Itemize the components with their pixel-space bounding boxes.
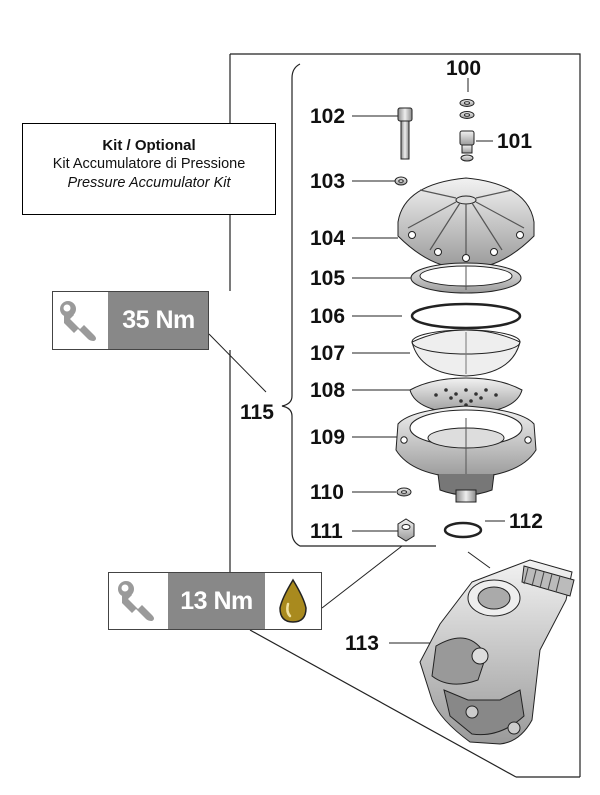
oil-drop-icon [264, 573, 321, 629]
ring-part [410, 262, 522, 294]
washers-part [459, 99, 475, 119]
wrench-icon [109, 573, 169, 629]
callout-101: 101 [497, 130, 532, 153]
callout-105: 105 [310, 267, 345, 290]
pump-head-part [419, 559, 575, 745]
callout-103: 103 [310, 170, 345, 193]
nut-part [396, 487, 412, 497]
kit-bracket [281, 63, 436, 547]
callout-100: 100 [446, 57, 481, 80]
callout-110: 110 [310, 481, 344, 504]
bolt-part [397, 107, 413, 160]
torque-13-box: 13 Nm [108, 572, 322, 630]
leader-lines [208, 78, 505, 644]
callout-109: 109 [310, 426, 345, 449]
kit-info-box: Kit / Optional Kit Accumulatore di Press… [22, 123, 276, 215]
membrane-part [411, 329, 521, 377]
kit-line-italian: Kit Accumulatore di Pressione [52, 156, 246, 172]
perforated-plate-part [409, 377, 523, 415]
valve-part [459, 130, 475, 162]
callout-102: 102 [310, 105, 345, 128]
base-part [395, 405, 537, 503]
torque-13-value: 13 Nm [168, 573, 265, 629]
kit-title: Kit / Optional [102, 137, 196, 154]
o-ring-part [410, 302, 522, 330]
callout-106: 106 [310, 305, 345, 328]
callout-108: 108 [310, 379, 345, 402]
callout-107: 107 [310, 342, 345, 365]
callout-112: 112 [509, 510, 543, 533]
callout-111: 111 [310, 520, 343, 543]
callout-113: 113 [345, 632, 379, 655]
hex-nut-part [397, 518, 415, 542]
callout-104: 104 [310, 227, 345, 250]
cover-part [397, 177, 535, 269]
wrench-icon [53, 292, 109, 349]
torque-35-box: 35 Nm [52, 291, 209, 350]
kit-line-english: Pressure Accumulator Kit [67, 175, 231, 191]
small-o-ring-part [443, 521, 483, 539]
torque-35-value: 35 Nm [108, 292, 208, 349]
callout-115: 115 [240, 401, 274, 424]
callout-labels: 100 101 102 103 104 105 106 107 108 109 … [240, 57, 543, 655]
frame-lines [229, 53, 581, 778]
small-nut-part [394, 176, 408, 186]
